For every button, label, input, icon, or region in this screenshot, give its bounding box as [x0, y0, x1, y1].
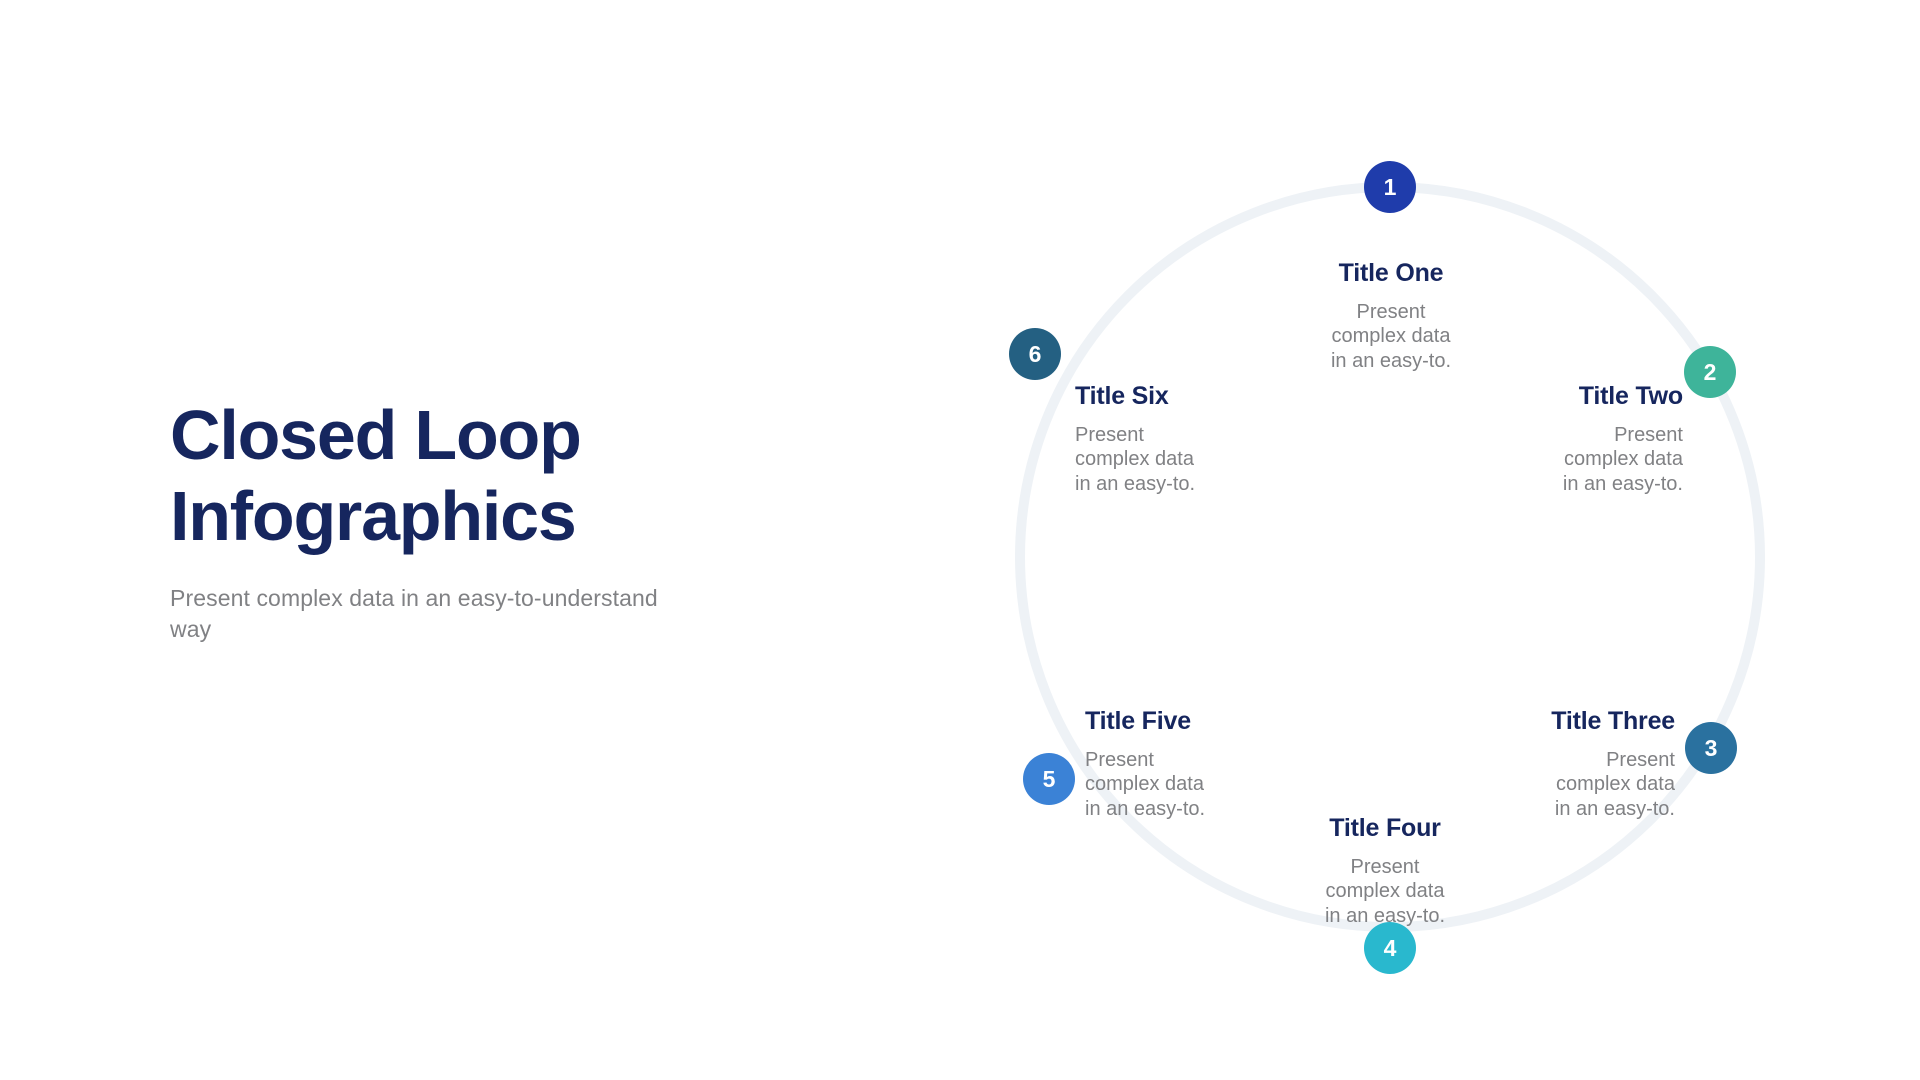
node-badge-6-number: 6: [1028, 340, 1042, 367]
closed-loop-diagram: 1 Title One Present complex data in an e…: [995, 161, 1785, 974]
node-title-1: Title One: [1338, 259, 1444, 287]
node-badge-6[interactable]: 6: [1009, 328, 1061, 380]
page-title: Closed Loop Infographics: [170, 396, 582, 556]
node-body-1: Present complex data in an easy-to.: [1330, 300, 1452, 372]
node-badge-4-number: 4: [1383, 934, 1397, 961]
node-title-3: Title Three: [1551, 707, 1675, 735]
node-badge-1-number: 1: [1383, 173, 1397, 200]
node-body-6: Present complex data in an easy-to.: [1075, 423, 1196, 495]
node-title-5: Title Five: [1085, 707, 1191, 735]
hero-block: Closed Loop Infographics Present complex…: [170, 395, 770, 645]
node-title-4: Title Four: [1329, 814, 1441, 842]
node-title-2: Title Two: [1578, 382, 1683, 410]
node-badge-2[interactable]: 2: [1684, 346, 1736, 398]
node-body-4: Present complex data in an easy-to.: [1324, 855, 1446, 927]
page-subtitle: Present complex data in an easy-to-under…: [170, 585, 658, 642]
node-badge-4[interactable]: 4: [1364, 922, 1416, 974]
node-badge-5-number: 5: [1042, 765, 1056, 792]
node-text-1: Title One Present complex data in an eas…: [1191, 259, 1591, 373]
node-title-6: Title Six: [1075, 382, 1169, 410]
node-body-2: Present complex data in an easy-to.: [1562, 423, 1683, 495]
node-text-6: Title Six Present complex data in an eas…: [1075, 382, 1475, 496]
node-badge-3-number: 3: [1704, 734, 1718, 761]
node-badge-2-number: 2: [1703, 358, 1717, 385]
node-badge-3[interactable]: 3: [1685, 722, 1737, 774]
node-badge-1[interactable]: 1: [1364, 161, 1416, 213]
node-badge-5[interactable]: 5: [1023, 753, 1075, 805]
node-text-2: Title Two Present complex data in an eas…: [1283, 382, 1683, 496]
node-body-3: Present complex data in an easy-to.: [1554, 748, 1675, 820]
node-text-5: Title Five Present complex data in an ea…: [1085, 707, 1485, 821]
node-body-5: Present complex data in an easy-to.: [1085, 748, 1206, 820]
node-text-4: Title Four Present complex data in an ea…: [1185, 814, 1585, 928]
node-text-3: Title Three Present complex data in an e…: [1275, 707, 1675, 821]
